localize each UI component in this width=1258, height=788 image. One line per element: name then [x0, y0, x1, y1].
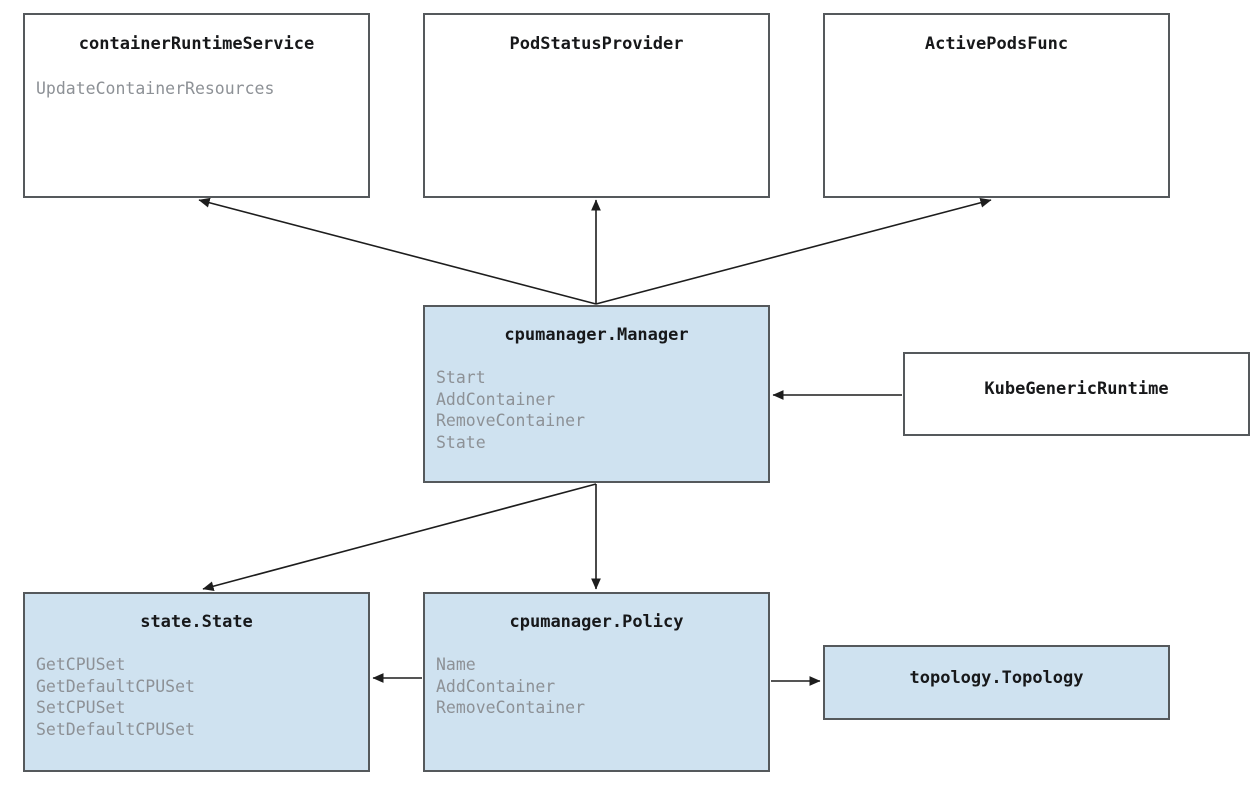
class-box-kube-generic-runtime[interactable]: KubeGenericRuntime: [903, 352, 1250, 436]
class-member: GetCPUSet: [36, 655, 126, 674]
class-member-list: Start AddContainer RemoveContainer State: [425, 367, 768, 453]
class-box-active-pods-func[interactable]: ActivePodsFunc: [823, 13, 1170, 198]
class-member: AddContainer: [436, 676, 556, 696]
class-member: Name: [436, 655, 476, 674]
class-box-state-state[interactable]: state.State GetCPUSet GetDefaultCPUSet S…: [23, 592, 370, 772]
class-box-pod-status-provider[interactable]: PodStatusProvider: [423, 13, 770, 198]
edge-manager-to-state: [202, 483, 597, 592]
class-title: containerRuntimeService: [78, 34, 315, 54]
class-member: GetDefaultCPUSet: [36, 676, 195, 696]
class-title: state.State: [140, 612, 253, 632]
class-box-container-runtime-service[interactable]: containerRuntimeService UpdateContainerR…: [23, 13, 370, 198]
class-member: AddContainer: [436, 389, 556, 409]
class-title: cpumanager.Manager: [504, 325, 689, 345]
class-title: topology.Topology: [909, 668, 1084, 688]
class-member-list: GetCPUSet GetDefaultCPUSet SetCPUSet Set…: [25, 654, 368, 740]
class-title: ActivePodsFunc: [924, 34, 1069, 54]
class-box-topology-topology[interactable]: topology.Topology: [823, 645, 1170, 720]
class-box-cpumanager-manager[interactable]: cpumanager.Manager Start AddContainer Re…: [423, 305, 770, 483]
class-title: KubeGenericRuntime: [984, 379, 1169, 399]
edge-manager-to-containerRuntimeService: [198, 197, 597, 305]
class-title: PodStatusProvider: [509, 34, 684, 54]
class-box-cpumanager-policy[interactable]: cpumanager.Policy Name AddContainer Remo…: [423, 592, 770, 772]
class-member: RemoveContainer: [436, 698, 586, 717]
class-title: cpumanager.Policy: [509, 612, 684, 632]
class-member: UpdateContainerResources: [36, 79, 275, 98]
class-member-list: UpdateContainerResources: [25, 78, 368, 100]
class-member: State: [436, 432, 486, 452]
class-member-list: Name AddContainer RemoveContainer: [425, 654, 768, 719]
class-member: SetDefaultCPUSet: [36, 719, 195, 739]
class-member: RemoveContainer: [436, 411, 586, 430]
edge-manager-to-activePodsFunc: [595, 197, 992, 305]
class-member: SetCPUSet: [36, 698, 126, 717]
class-member: Start: [436, 368, 486, 387]
